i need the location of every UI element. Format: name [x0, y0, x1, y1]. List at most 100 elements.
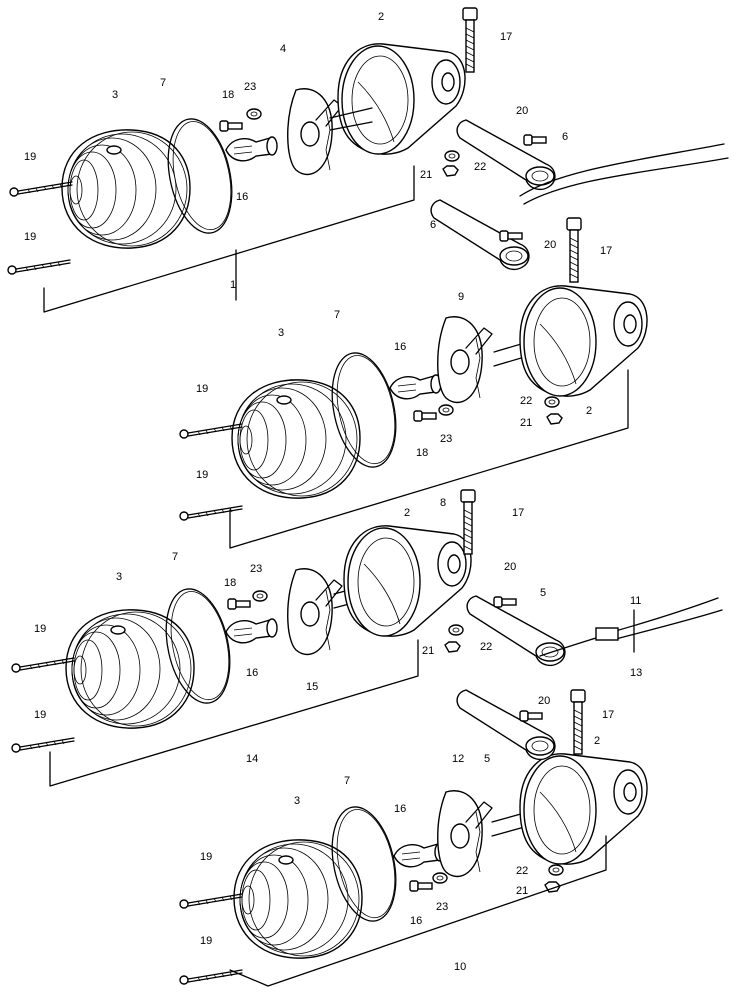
lens: [65, 609, 195, 729]
label-nut: 21: [420, 169, 432, 181]
wire: [519, 143, 729, 205]
label-bolt: 17: [512, 507, 524, 519]
label-screw-19: 19: [24, 231, 36, 243]
assembly-rear-left: 2 3 12 5 7 16 17 16 19 19 20 21 22 23 10: [179, 689, 648, 987]
label-assembly: 10: [454, 961, 466, 973]
label-screw-20: 20: [538, 695, 550, 707]
screw: [7, 259, 71, 275]
label-bracket: 6: [430, 219, 436, 231]
label-lens: 3: [112, 89, 118, 101]
label-washer-23: 23: [250, 563, 262, 575]
socket-plate: [437, 316, 493, 404]
label-bulb: 16: [246, 667, 258, 679]
label-housing: 2: [586, 405, 592, 417]
label-bulb: 16: [236, 191, 248, 203]
label-washer-23: 23: [440, 433, 452, 445]
label-gasket: 7: [334, 309, 340, 321]
bulb: [225, 136, 278, 162]
label-bracket: 5: [484, 753, 490, 765]
label-gasket: 7: [160, 77, 166, 89]
label-washer-23: 23: [244, 81, 256, 93]
label-bulb: 16: [394, 341, 406, 353]
screw: [11, 737, 75, 753]
label-screw-19: 19: [200, 851, 212, 863]
label-assembly: 14: [246, 753, 258, 765]
label-screw-18: 16: [410, 915, 422, 927]
label-lens: 3: [116, 571, 122, 583]
bracket: [456, 119, 556, 191]
label-socket: 4: [280, 43, 286, 55]
assembly-rear-right: 2 3 15 5 7 16 17 18 19 19 20 21 22 23 14…: [11, 489, 723, 787]
label-screw-19: 19: [24, 151, 36, 163]
label-gasket: 7: [344, 775, 350, 787]
label-bolt: 17: [602, 709, 614, 721]
washer: [252, 590, 268, 602]
screw: [11, 657, 75, 673]
label-washer-22: 22: [520, 395, 532, 407]
label-assembly: 8: [440, 497, 446, 509]
assembly-bracket-line: [229, 369, 629, 549]
bolt: [566, 217, 582, 283]
label-bracket: 6: [562, 131, 568, 143]
label-screw-19: 19: [196, 469, 208, 481]
label-screw-19: 19: [34, 709, 46, 721]
label-screw-18: 18: [224, 577, 236, 589]
label-socket: 15: [306, 681, 318, 693]
bolt: [462, 7, 478, 73]
housing: [519, 753, 648, 865]
lens: [231, 379, 361, 499]
label-screw-18: 18: [416, 447, 428, 459]
small-screw: [227, 598, 251, 610]
assembly-bracket-line: [49, 639, 419, 787]
lens: [61, 129, 191, 249]
washer: [444, 150, 460, 162]
assembly-front-right: 2 3 4 6 7 16 17 18 19 19 20 21 22 23 1: [7, 7, 729, 313]
washer: [438, 404, 454, 416]
label-wire-13: 13: [630, 667, 642, 679]
label-washer-22: 22: [474, 161, 486, 173]
label-lens: 3: [278, 327, 284, 339]
small-screw: [409, 880, 433, 892]
small-screw: [493, 596, 517, 608]
screw: [179, 505, 243, 521]
screw: [179, 969, 243, 985]
nut: [444, 641, 461, 653]
label-nut: 21: [422, 645, 434, 657]
small-screw: [523, 134, 547, 146]
label-bolt: 17: [600, 245, 612, 257]
label-washer-22: 22: [480, 641, 492, 653]
label-nut: 21: [520, 417, 532, 429]
lens: [233, 839, 363, 959]
socket-plate: [437, 790, 493, 878]
assembly-bracket-line: [43, 165, 415, 313]
label-screw-20: 20: [504, 561, 516, 573]
small-screw: [499, 230, 523, 242]
label-bracket: 5: [540, 587, 546, 599]
small-screw: [413, 410, 437, 422]
label-nut: 21: [516, 885, 528, 897]
nut: [546, 413, 563, 425]
washer: [246, 108, 262, 120]
bulb: [389, 374, 442, 400]
screw: [179, 893, 243, 909]
label-wire-11: 11: [630, 595, 641, 607]
nut: [442, 165, 459, 177]
label-screw-19: 19: [196, 383, 208, 395]
washer: [544, 396, 560, 408]
label-gasket: 7: [172, 551, 178, 563]
label-socket: 9: [458, 291, 464, 303]
label-lens: 3: [294, 795, 300, 807]
bulb: [225, 618, 278, 644]
assembly-front-left: 2 3 9 6 7 16 17 18 19 19 20 21 22 23 8: [179, 199, 648, 549]
washer: [432, 872, 448, 884]
label-bolt: 17: [500, 31, 512, 43]
label-assembly: 1: [230, 279, 236, 291]
stem: [329, 107, 373, 131]
label-housing: 2: [594, 735, 600, 747]
small-screw: [519, 710, 543, 722]
connector: [595, 627, 619, 641]
bracket: [466, 595, 566, 667]
label-screw-19: 19: [34, 623, 46, 635]
label-screw-19: 19: [200, 935, 212, 947]
